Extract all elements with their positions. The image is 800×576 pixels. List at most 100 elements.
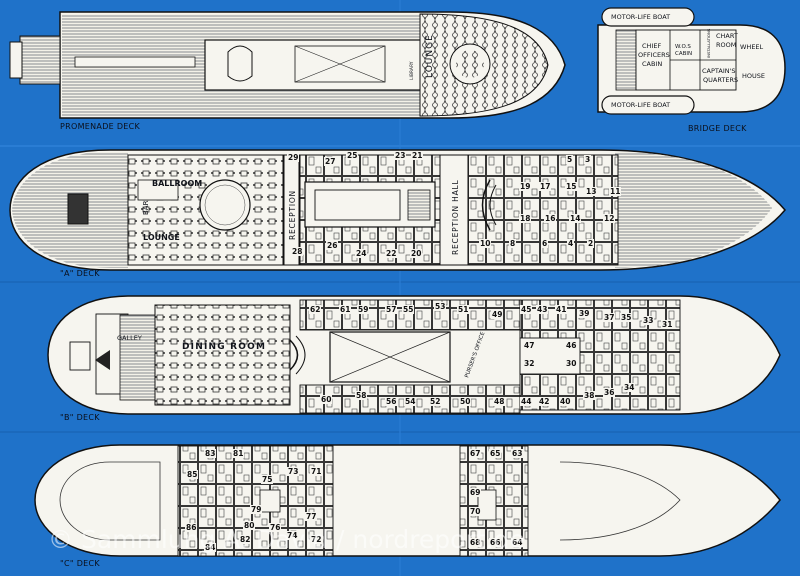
cabin-number-bg [520,305,532,314]
cabin-number: 20 [411,249,421,258]
cabin-number: 85 [187,470,197,479]
cabin-number: 75 [262,475,272,484]
chief-officers-cabin-label-1: CHIEF [642,42,661,50]
cabin-number-bg [603,388,615,397]
cabin-number: 54 [405,397,415,406]
cabin-number-bg [642,316,654,325]
cabin-number: 43 [537,305,547,314]
cabin-number: 33 [643,316,653,325]
galley-label: GALLEY [117,334,142,342]
cabin-number-bg [565,182,577,191]
cabin-number-bg [603,214,615,223]
cabin-number-bg [346,151,358,160]
cabin-number-bg [585,187,597,196]
cabin-number-bg [404,397,416,406]
cabin-number: 6 [542,239,547,248]
cabin-number-bg [555,305,567,314]
cabin-number-bg [536,305,548,314]
cabin-number: 8 [510,239,515,248]
cabin-number: 13 [586,187,596,196]
cabin-number: 49 [492,310,502,319]
cabin-number-bg [493,397,505,406]
cabin-number-bg [565,359,577,368]
cabin-number-bg [186,470,198,479]
bar-label: BAR [142,200,150,215]
cabin-number: 50 [460,397,470,406]
cabin-number: 83 [205,449,215,458]
cabin-number: 51 [458,305,468,314]
cabin-number: 32 [524,359,534,368]
cabin-number-bg [339,305,351,314]
chief-officers-cabin-label-2: OFFICERS [638,51,670,59]
cabin-number-bg [509,239,516,248]
cabin-number-bg [520,397,532,406]
cabin-number-bg [309,305,321,314]
cabin-number-bg [469,449,481,458]
a-deck-lounge-label: LOUNGE [143,233,180,242]
cabin-number-bg [355,391,367,400]
cabin-number: 48 [494,397,504,406]
promenade-deck-caption: PROMENADE DECK [60,122,141,131]
cabin-number-bg [511,538,523,547]
cabin-number-bg [623,383,635,392]
cabin-number-bg [538,397,550,406]
captains-quarters-label-1: CAPTAIN'S [702,67,736,75]
cabin-number: 55 [403,305,413,314]
cabin-number: 47 [524,341,534,350]
cabin-number-bg [402,305,414,314]
cabin-number-bg [310,535,322,544]
cabin-number-bg [539,182,551,191]
cabin-number-bg [491,310,503,319]
cabin-number-bg [469,538,481,547]
cabin-number: 63 [512,449,522,458]
cabin-number: 74 [287,531,297,540]
cabin-number: 35 [621,313,631,322]
cabin-number-bg [394,151,406,160]
cabin-number-bg [287,153,299,162]
cabin-number: 5 [567,155,572,164]
cabin-number: 12 [604,214,614,223]
cabin-number: 76 [270,523,280,532]
cabin-number-bg [310,467,322,476]
cabin-number: 23 [395,151,405,160]
cabin-number: 31 [662,320,672,329]
cabin-number-bg [185,523,197,532]
cabin-number: 4 [568,239,573,248]
cabin-number-bg [479,239,491,248]
cabin-number: 52 [430,397,440,406]
cabin-number: 69 [470,488,480,497]
cabin-number: 24 [356,249,366,258]
cabin-number: 15 [566,182,576,191]
a-deck-caption: "A" DECK [60,269,100,278]
cabin-number: 41 [556,305,566,314]
cabin-number-bg [566,155,573,164]
cabin-number: 67 [470,449,480,458]
cabin-number: 30 [566,359,576,368]
cabin-number-bg [355,249,367,258]
installations-label: INSTALLATIONS [706,28,711,58]
cabin-number: 57 [386,305,396,314]
cabin-number-bg [523,341,535,350]
cabin-number-bg [603,313,615,322]
cabin-number: 17 [540,182,550,191]
cabin-number-bg [326,241,338,250]
cabin-number-bg [584,155,591,164]
cabin-number: 84 [205,543,215,552]
wos-cabin-label-1: W.O.S [675,44,691,50]
cabin-number-bg [269,523,281,532]
cabin-number: 56 [386,397,396,406]
cabin-number-bg [287,467,299,476]
cabin-number: 11 [610,187,620,196]
cabin-number-bg [429,397,441,406]
cabin-number-bg [519,182,531,191]
wheel-house-label-1: WHEEL [740,43,764,51]
cabin-number-bg [291,247,303,256]
watermark-text: © Sammlung A. David / nordreport.de [48,525,525,554]
cabin-number-bg [459,397,471,406]
promenade-deck: LOUNGE LIBRARY PROMENADE DECK [9,11,566,131]
cabin-number-bg [239,535,251,544]
